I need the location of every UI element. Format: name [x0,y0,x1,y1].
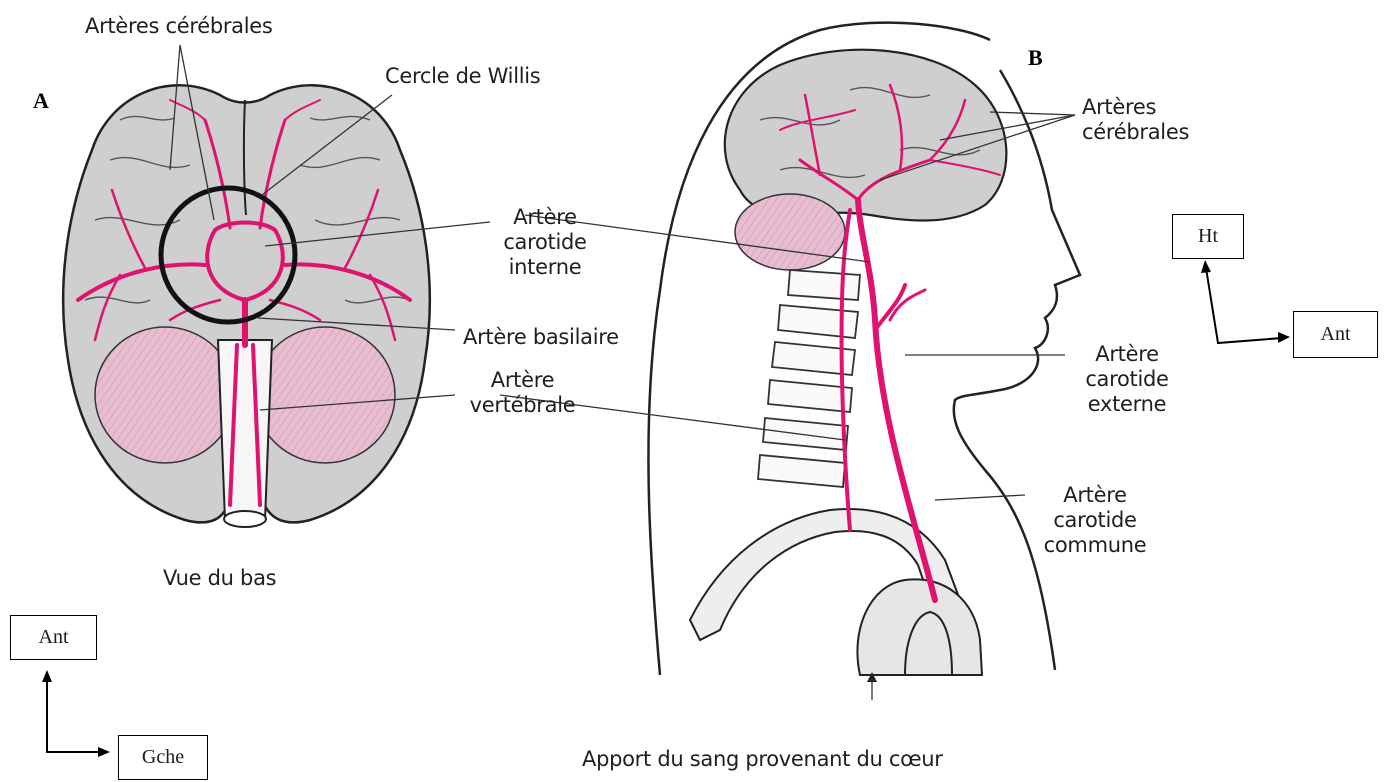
label-view-from-below: Vue du bas [163,566,276,591]
panel-b-letter: B [1028,45,1043,71]
label-vertebral-artery: Artère vertébrale [455,368,590,418]
label-internal-carotid: Artère carotide interne [490,205,600,280]
orientation-arrows-a [47,678,102,752]
label-line: Artère [1030,483,1160,508]
brain-inferior-view [63,85,430,527]
label-line: carotide [1072,367,1182,392]
label-line: carotide [490,230,600,255]
label-basilar-artery: Artère basilaire [463,325,619,350]
label-line: Artère [1072,342,1182,367]
label-circle-of-willis: Cercle de Willis [385,64,540,89]
label-line: interne [490,255,600,280]
axis-label-gche: Gche [118,735,208,780]
label-common-carotid: Artère carotide commune [1030,483,1160,558]
label-line: Artères [1082,95,1189,120]
label-cerebral-arteries-b: Artères cérébrales [1082,95,1189,145]
cerebellum-right [255,327,395,463]
cerebellum-lateral [735,194,845,270]
heart [857,579,982,675]
label-line: commune [1030,533,1160,558]
label-line: Artère [490,205,600,230]
brainstem [218,340,272,520]
axis-label-ant-b: Ant [1293,311,1378,358]
axis-label-ant-a: Ant [10,615,97,660]
label-line: carotide [1030,508,1160,533]
head-side-view [648,23,1080,675]
label-line: Artère [455,368,590,393]
cerebellum-left [95,327,235,463]
label-cerebral-arteries-a: Artères cérébrales [85,14,273,39]
panel-a-letter: A [33,88,49,114]
axis-label-ht: Ht [1172,214,1244,259]
label-external-carotid: Artère carotide externe [1072,342,1182,417]
orientation-arrows-b [1206,268,1282,343]
label-line: externe [1072,392,1182,417]
label-blood-supply: Apport du sang provenant du cœur [582,747,943,772]
label-line: vertébrale [455,393,590,418]
label-line: cérébrales [1082,120,1189,145]
